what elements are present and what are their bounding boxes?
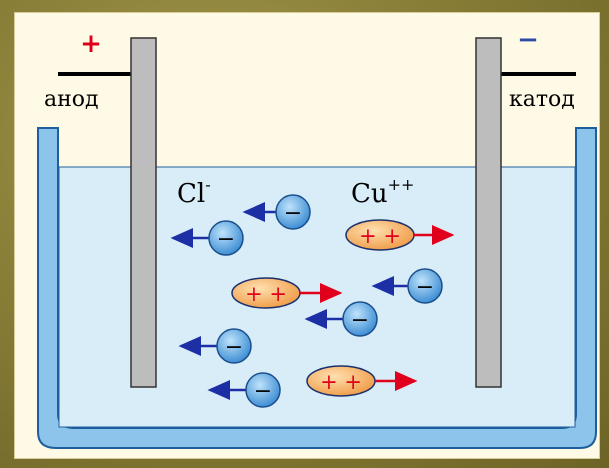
- anode-label: анод: [44, 87, 99, 112]
- anion: −: [178, 328, 252, 364]
- cation: + +: [345, 219, 455, 251]
- anion-charge: −: [416, 275, 434, 300]
- cathode-sign: −: [517, 25, 539, 55]
- anion-circle: [208, 220, 244, 256]
- anion: −: [371, 268, 443, 304]
- cathode-label: катод: [509, 87, 575, 112]
- anion: −: [207, 372, 281, 408]
- cation: + +: [306, 365, 418, 397]
- cation-charge: + +: [320, 370, 362, 394]
- cathode-electrode: [475, 37, 502, 388]
- anion-circle: [275, 194, 311, 230]
- cation-group: + + + + + +: [231, 219, 455, 397]
- anion-circle: [407, 268, 443, 304]
- cation-charge: + +: [359, 224, 401, 248]
- anion-charge: −: [351, 308, 369, 333]
- chloride-ion-label: Cl-: [177, 175, 211, 209]
- anode-sign: +: [80, 29, 102, 59]
- anion: −: [242, 194, 311, 230]
- anion-circle: [342, 301, 378, 337]
- anion-group: − − − − − −: [170, 194, 443, 408]
- vessel: [37, 127, 597, 449]
- anion-charge: −: [217, 227, 235, 252]
- anion-circle: [216, 328, 252, 364]
- anion-charge: −: [284, 201, 302, 226]
- anode-electrode: [130, 37, 157, 388]
- anion-charge: −: [254, 379, 272, 404]
- anion-circle: [245, 372, 281, 408]
- copper-ion-label: Cu++: [351, 175, 414, 209]
- anion: −: [304, 301, 378, 337]
- cation-charge: + +: [245, 282, 287, 306]
- anion: −: [170, 220, 244, 256]
- anion-charge: −: [225, 335, 243, 360]
- cation: + +: [231, 277, 343, 309]
